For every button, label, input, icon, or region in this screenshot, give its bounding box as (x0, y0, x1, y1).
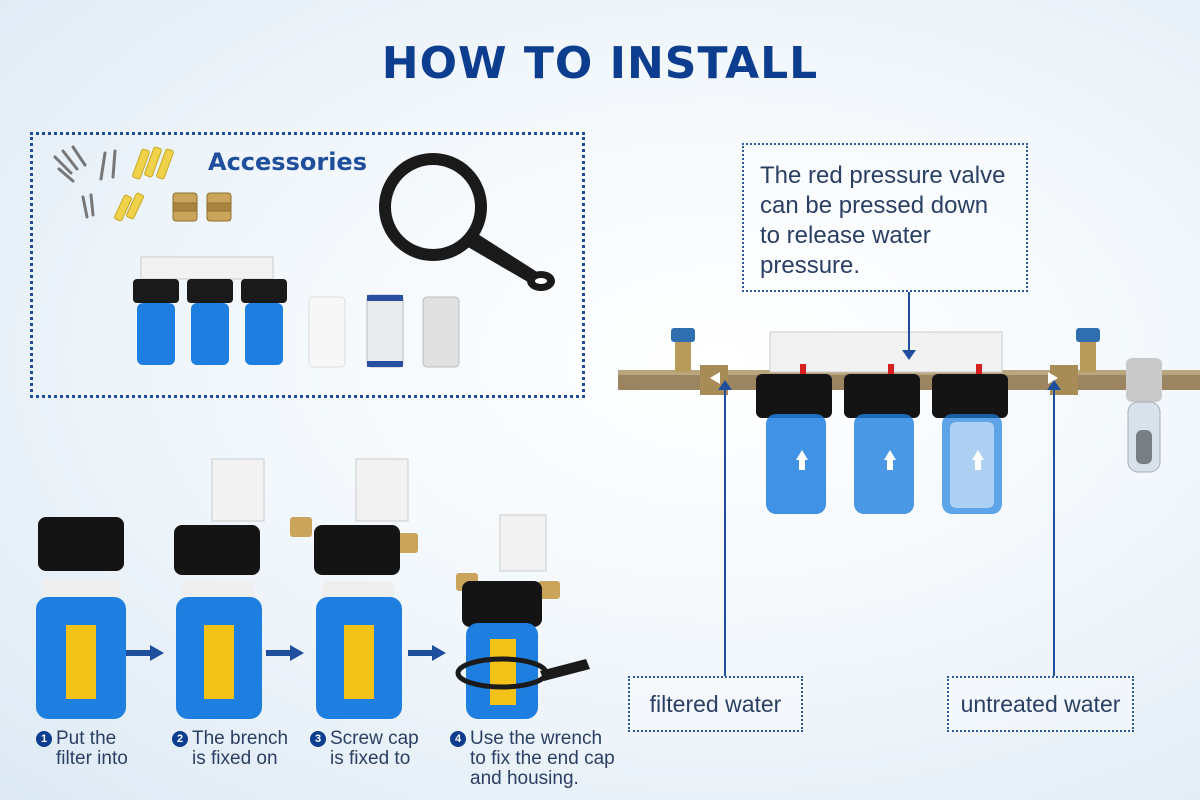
step-text: The brench is fixed on (192, 728, 289, 769)
wall-anchors-image (114, 146, 174, 222)
untreated-water-label: untreated water (947, 676, 1134, 732)
step-4-image (455, 514, 590, 719)
accessories-box (30, 132, 585, 398)
untreated-pointer-line (1053, 388, 1055, 676)
note-pointer-arrow (902, 350, 916, 360)
screws-image (53, 145, 117, 219)
step-3-caption: 3 Screw cap is fixed to (310, 729, 440, 771)
step-number-badge: 1 (36, 731, 52, 747)
prefilter-image (1126, 358, 1162, 473)
step-2-image (174, 458, 265, 719)
pressure-valves (800, 364, 982, 374)
filter-caps (756, 374, 1008, 418)
filter-cartridges-image (308, 294, 460, 368)
mounting-bracket (769, 331, 1003, 373)
filtered-pointer-line (724, 388, 726, 676)
step-arrow-2 (266, 645, 304, 661)
step-number-badge: 4 (450, 731, 466, 747)
filtered-water-label: filtered water (628, 676, 803, 732)
note-pointer-line (908, 292, 910, 354)
step-arrow-1 (126, 645, 164, 661)
step-text: Use the wrench to fix the end cap and ho… (470, 728, 615, 789)
filter-housings (766, 414, 1002, 514)
step-arrow-3 (408, 645, 446, 661)
flow-arrows (710, 372, 1058, 470)
installation-steps-illustration (36, 458, 590, 719)
untreated-pointer-arrow (1047, 380, 1061, 390)
step-4-caption: 4 Use the wrench to fix the end cap and … (450, 729, 640, 791)
filter-system-image (133, 256, 287, 365)
step-1-caption: 1 Put the filter into (36, 729, 166, 771)
brass-fittings-image (172, 192, 232, 222)
accessories-illustration (53, 145, 555, 368)
wrench-image (379, 153, 555, 291)
pressure-valve-note: The red pressure valve can be pressed do… (742, 143, 1028, 292)
step-number-badge: 3 (310, 731, 326, 747)
filtered-pointer-arrow (718, 380, 732, 390)
page-title: HOW TO INSTALL (381, 38, 819, 89)
step-2-caption: 2 The brench is fixed on (172, 729, 312, 771)
step-number-badge: 2 (172, 731, 188, 747)
step-text: Put the filter into (56, 728, 128, 769)
accessories-label: Accessories (208, 148, 367, 176)
filter-system-diagram (618, 328, 1200, 514)
step-3-image (290, 458, 418, 719)
step-text: Screw cap is fixed to (330, 728, 419, 769)
step-1-image (36, 517, 126, 719)
